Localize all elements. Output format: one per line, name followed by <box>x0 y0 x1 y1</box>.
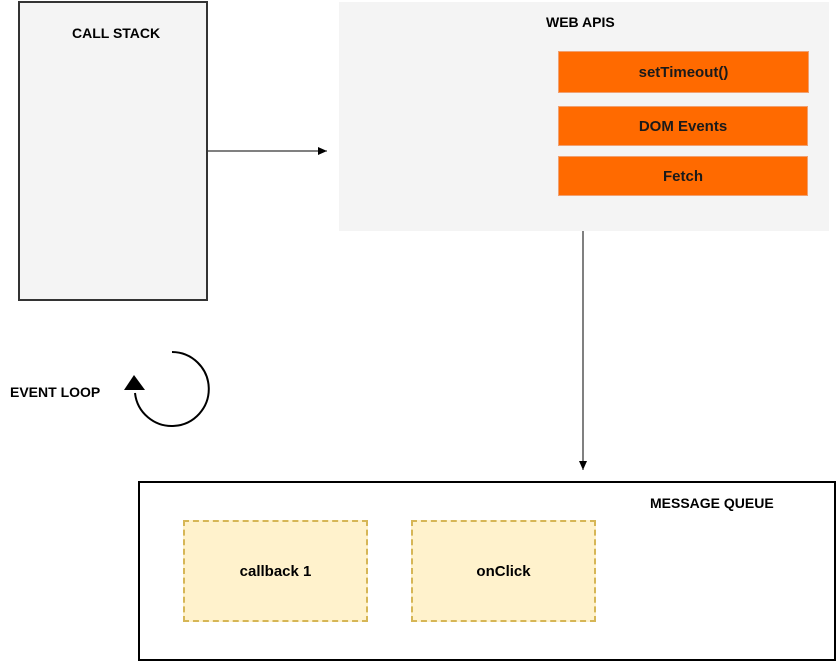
queue-item-onclick: onClick <box>411 520 596 622</box>
api-item-dom-events: DOM Events <box>558 106 808 146</box>
web-apis-box: WEB APIS setTimeout() DOM Events Fetch <box>339 2 829 231</box>
call-stack-title: CALL STACK <box>72 25 161 41</box>
queue-item-callback-1: callback 1 <box>183 520 368 622</box>
call-stack-box: CALL STACK <box>18 1 208 301</box>
event-loop-arrow-icon <box>124 375 145 390</box>
event-loop-label: EVENT LOOP <box>10 384 101 400</box>
web-apis-title: WEB APIS <box>546 14 615 30</box>
api-item-settimeout: setTimeout() <box>558 51 809 93</box>
message-queue-title: MESSAGE QUEUE <box>650 495 774 511</box>
message-queue-box: MESSAGE QUEUE callback 1 onClick <box>138 481 836 661</box>
event-loop-circle <box>134 351 210 427</box>
api-item-fetch: Fetch <box>558 156 808 196</box>
